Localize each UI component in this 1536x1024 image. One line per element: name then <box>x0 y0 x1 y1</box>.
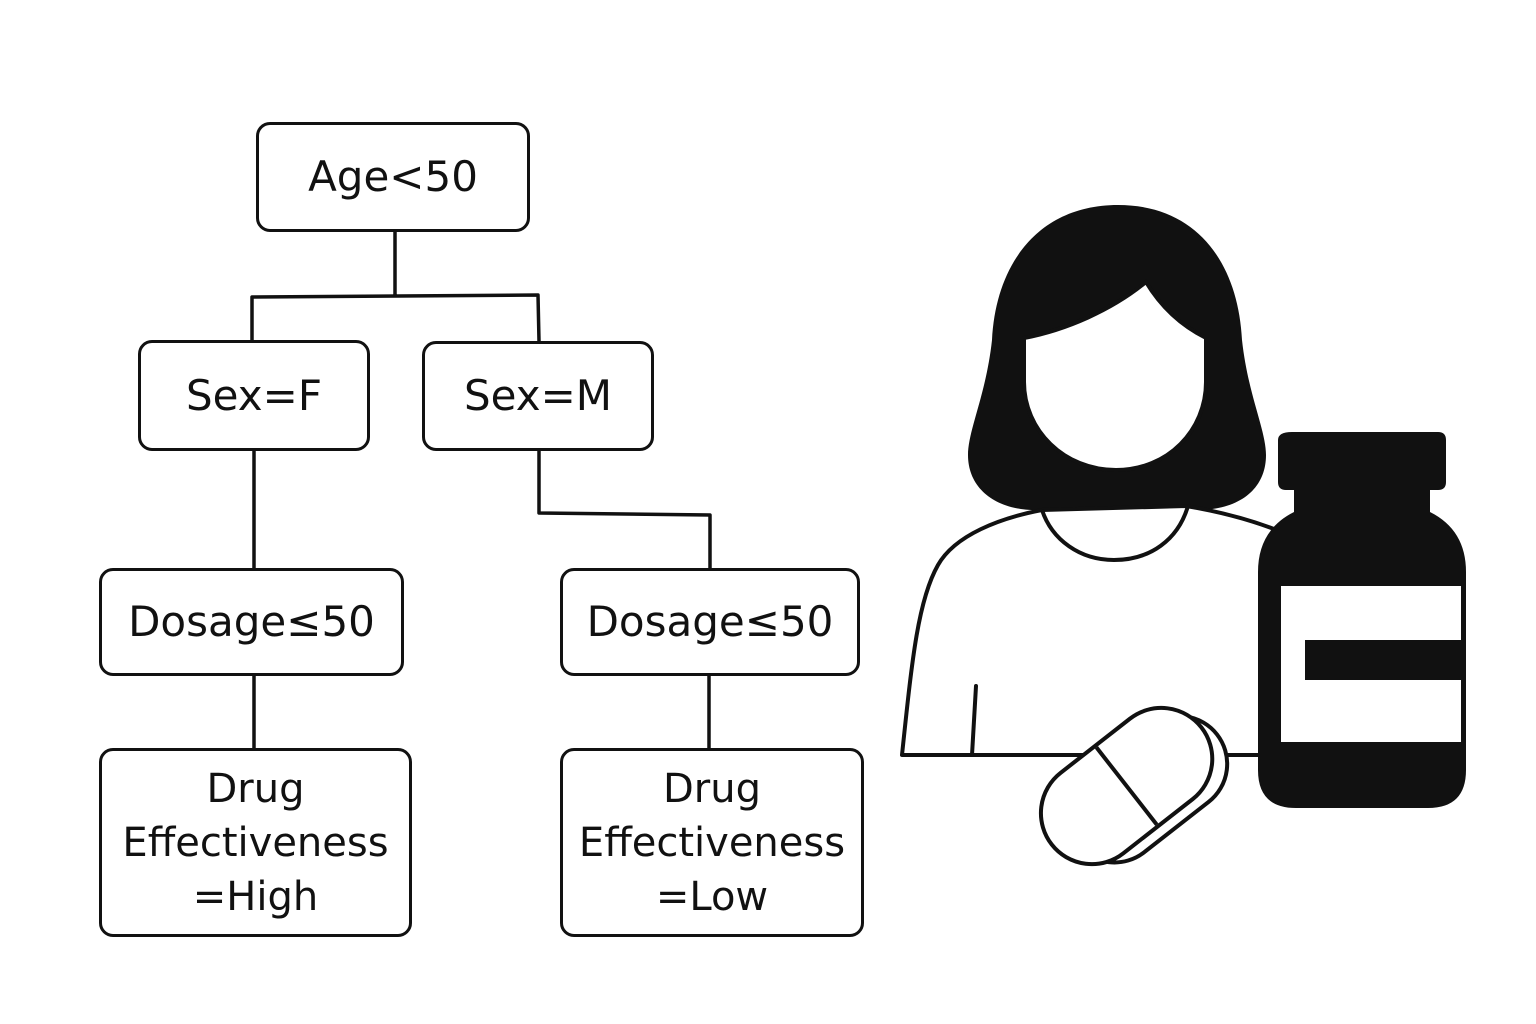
node-sex-female-label: Sex=F <box>186 370 322 420</box>
leaf-low-line-3: =Low <box>655 873 769 920</box>
node-dosage-left-label: Dosage≤50 <box>128 597 375 646</box>
node-sex-male-label: Sex=M <box>463 371 613 420</box>
node-sex-female: Sex=F <box>138 340 370 451</box>
node-age-label: Age<50 <box>308 152 478 201</box>
node-dosage-right-label: Dosage≤50 <box>586 597 834 646</box>
leaf-high-line-1: Drug <box>206 765 305 812</box>
woman-icon <box>900 205 1302 757</box>
leaf-effectiveness-high: Drug Effectiveness =High <box>99 748 412 937</box>
leaf-effectiveness-low-label: Drug Effectiveness =Low <box>579 762 845 924</box>
leaf-high-line-3: =High <box>192 873 319 920</box>
medicine-bottle-icon <box>1258 432 1466 808</box>
leaf-high-line-2: Effectiveness <box>122 819 389 866</box>
edge-sex-m-to-dosage <box>537 449 712 570</box>
leaf-low-line-2: Effectiveness <box>578 819 846 866</box>
leaf-effectiveness-low: Drug Effectiveness =Low <box>560 748 864 937</box>
node-age: Age<50 <box>256 122 530 232</box>
edge-root-to-splits <box>250 230 541 343</box>
node-dosage-left: Dosage≤50 <box>99 568 404 676</box>
node-sex-male: Sex=M <box>422 341 654 451</box>
leaf-low-line-1: Drug <box>663 765 761 812</box>
node-dosage-right: Dosage≤50 <box>560 568 860 676</box>
capsule-icon <box>1038 705 1230 867</box>
leaf-effectiveness-high-label: Drug Effectiveness =High <box>122 762 388 924</box>
